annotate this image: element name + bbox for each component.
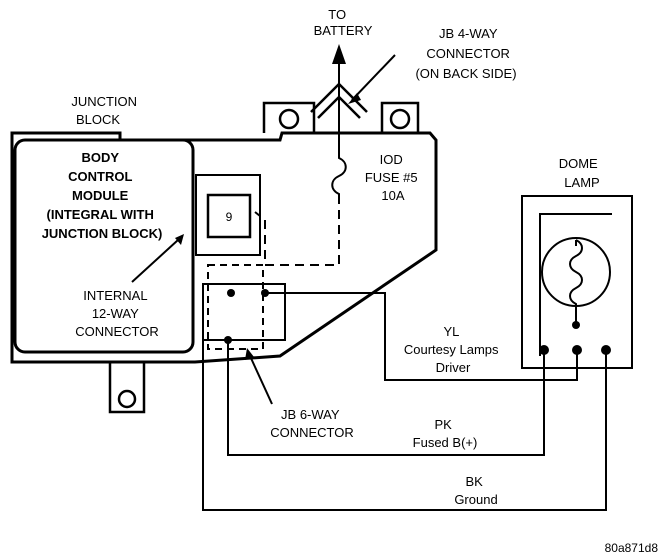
jb6-leader-arrowhead xyxy=(245,348,254,360)
internal-connector-label: INTERNAL 12-WAY CONNECTOR xyxy=(75,288,159,339)
wire-pk-fused-b-plus xyxy=(227,340,545,456)
jb6-connector-label: JB 6-WAY CONNECTOR xyxy=(270,407,354,440)
internal-connector-leader-arrowhead xyxy=(175,234,184,245)
jb4-way-connector-symbol xyxy=(310,44,368,140)
dome-lamp-label: DOME LAMP xyxy=(559,156,602,190)
wire-pk-label: PK Fused B(+) xyxy=(413,417,478,450)
wire-yl-label: YL Courtesy Lamps Driver xyxy=(404,324,502,375)
dome-lamp xyxy=(521,195,633,369)
fuse-cavity-number: 9 xyxy=(226,210,233,224)
bcm-label: BODY CONTROL MODULE (INTEGRAL WITH JUNCT… xyxy=(42,150,163,241)
wire-bk-label: BK Ground xyxy=(454,474,497,507)
jb4-connector-leader xyxy=(351,54,396,101)
iod-fuse-label: IOD FUSE #5 10A xyxy=(365,152,421,203)
jb4-internal-dashed-circuit xyxy=(254,195,340,266)
wire-yl-courtesy-lamps-driver xyxy=(265,292,578,381)
jb4-connector-label: JB 4-WAY CONNECTOR (ON BACK SIDE) xyxy=(415,26,516,81)
jb6-connector-leader xyxy=(249,355,273,405)
jb4-leader-arrowhead xyxy=(348,93,361,104)
junction-block-label: JUNCTION BLOCK xyxy=(71,94,140,127)
wire-bk-ground xyxy=(202,300,607,511)
figure-code: 80a871d8 xyxy=(605,541,659,555)
junction-block-housing xyxy=(10,101,438,414)
to-battery-label: TO BATTERY xyxy=(314,7,373,38)
internal-connector-leader xyxy=(131,239,179,283)
iod-fuse-symbol xyxy=(331,140,347,198)
body-control-module-box xyxy=(13,138,195,354)
internal-12-way-connector xyxy=(207,264,264,350)
